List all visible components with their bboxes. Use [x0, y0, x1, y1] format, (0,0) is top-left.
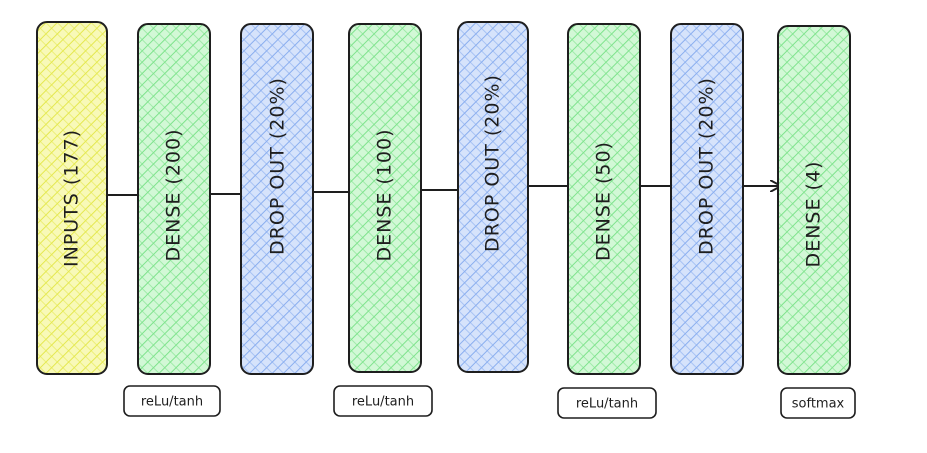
layer-dense-50: DENSE (50)	[567, 23, 641, 375]
layer-label: DROP OUT (20%)	[696, 77, 718, 255]
connectors	[107, 186, 780, 196]
activation-box	[780, 387, 856, 419]
layer-label: DENSE (4)	[803, 161, 825, 268]
layer-label: DENSE (200)	[163, 128, 185, 261]
layer-label: INPUTS (177)	[61, 129, 83, 267]
layer-outline	[36, 21, 108, 375]
activation-label: reLu/tanh	[352, 395, 414, 410]
layer-hatch	[241, 24, 313, 374]
layer-outline	[137, 23, 211, 375]
layer-outline	[777, 25, 851, 375]
activation-box	[123, 385, 221, 417]
layer-hatch	[349, 24, 421, 372]
activation-reLu-tanh-1: reLu/tanh	[123, 385, 221, 417]
activation-label: reLu/tanh	[576, 397, 638, 412]
activation-reLu-tanh-2: reLu/tanh	[333, 385, 433, 417]
layer-hatch	[458, 22, 528, 372]
layer-outline	[567, 23, 641, 375]
layer-dense-200: DENSE (200)	[137, 23, 211, 375]
layer-label: DENSE (100)	[374, 128, 396, 261]
layer-label: DROP OUT (20%)	[482, 74, 504, 252]
activation-label: softmax	[792, 397, 845, 412]
layer-outline	[670, 23, 744, 375]
layer-dropout-2: DROP OUT (20%)	[457, 21, 529, 373]
layer-dropout-1: DROP OUT (20%)	[240, 23, 314, 375]
activation-reLu-tanh-3: reLu/tanh	[557, 387, 657, 419]
layer-label: DROP OUT (20%)	[267, 77, 289, 255]
activation-label: reLu/tanh	[141, 395, 203, 410]
layer-dropout-3: DROP OUT (20%)	[670, 23, 744, 375]
layer-hatch	[568, 24, 640, 374]
layer-dense-100: DENSE (100)	[348, 23, 422, 373]
layer-hatch	[37, 22, 107, 374]
activation-box	[333, 385, 433, 417]
layer-outline	[348, 23, 422, 373]
layer-outline	[240, 23, 314, 375]
layer-hatch	[671, 24, 743, 374]
layer-hatch	[778, 26, 850, 374]
layer-dense-4: DENSE (4)	[777, 25, 851, 375]
layer-label: DENSE (50)	[593, 141, 615, 261]
activation-softmax: softmax	[780, 387, 856, 419]
layer-outline	[457, 21, 529, 373]
layer-input: INPUTS (177)	[36, 21, 108, 375]
activation-box	[557, 387, 657, 419]
layer-hatch	[138, 24, 210, 374]
